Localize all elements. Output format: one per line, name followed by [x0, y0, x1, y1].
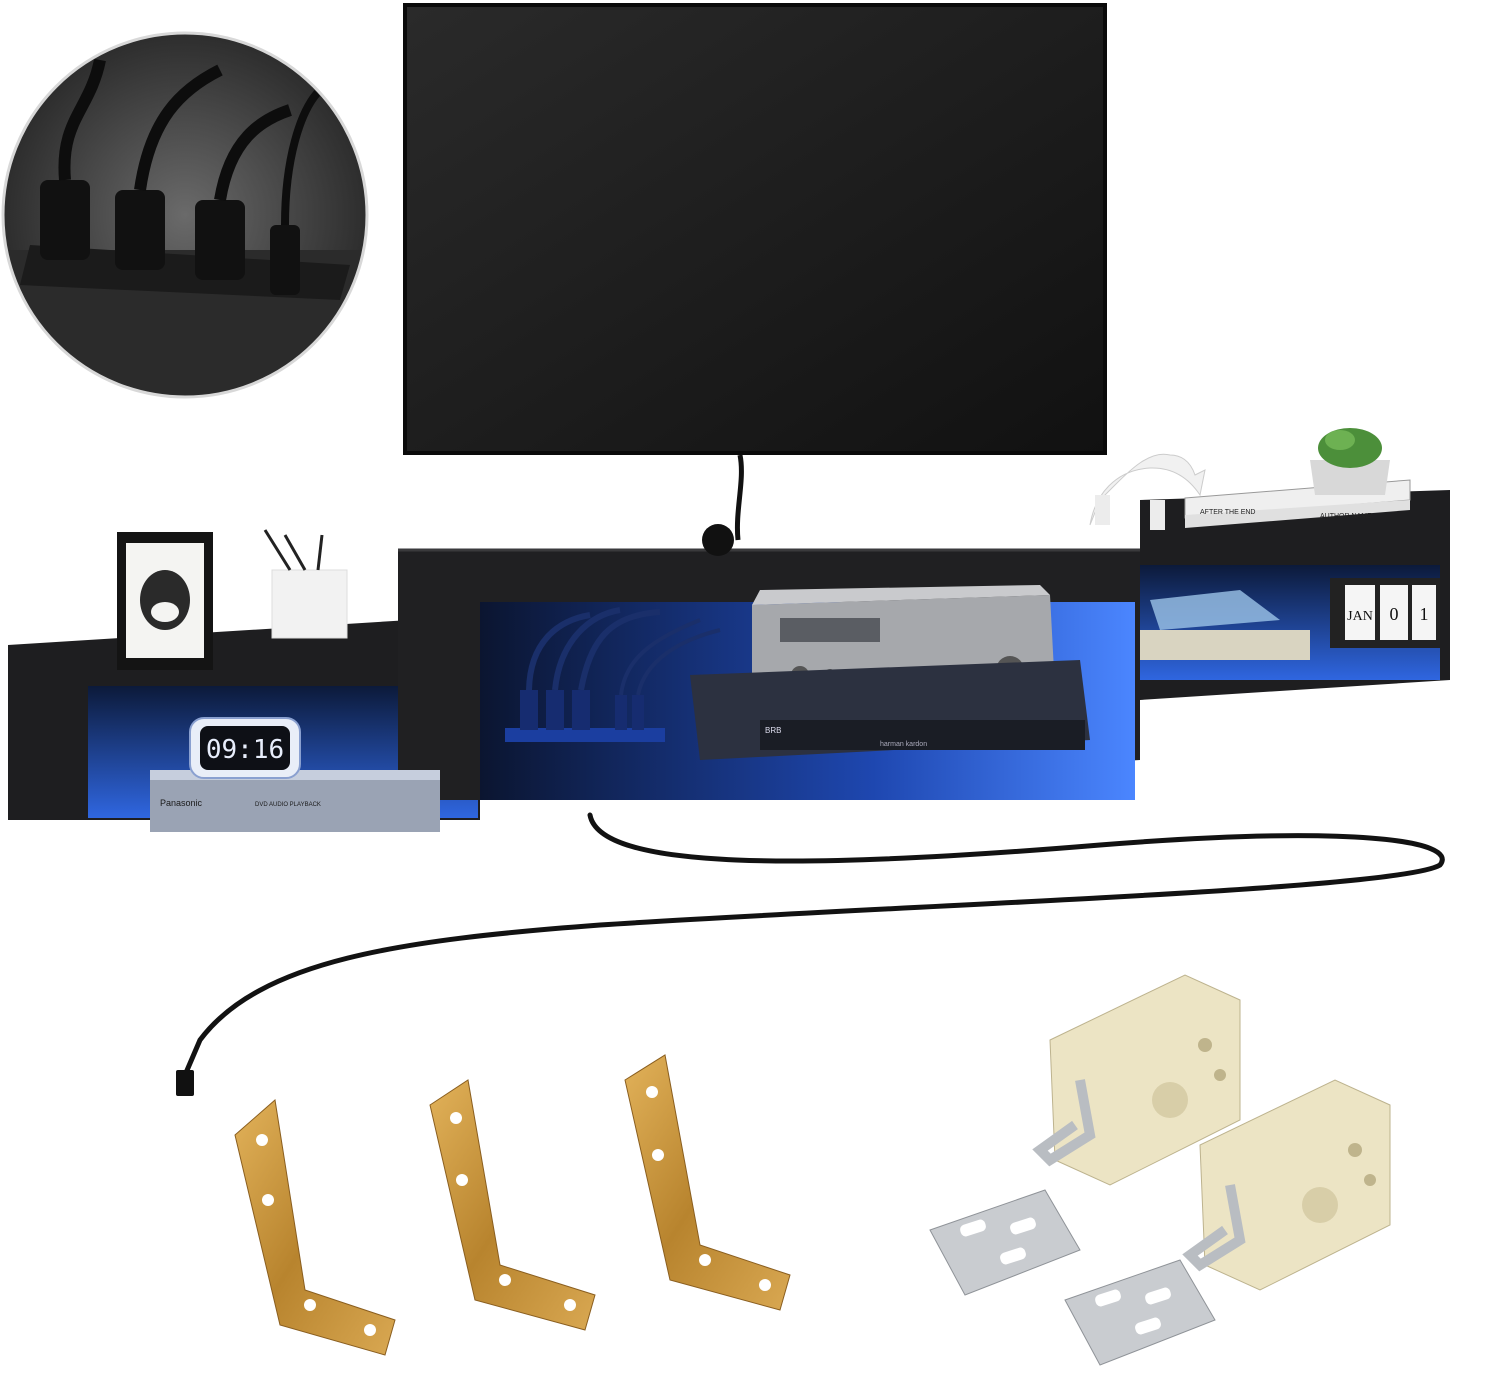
calendar-day-tens: 0	[1390, 604, 1399, 624]
book-title: AFTER THE END	[1200, 509, 1256, 516]
potted-plant	[1310, 428, 1390, 495]
mounting-plate-1	[929, 1189, 1081, 1296]
pen-holder	[263, 529, 348, 639]
photo-frame	[117, 532, 213, 670]
calendar-month: JAN	[1347, 609, 1373, 624]
l-bracket-1	[234, 1099, 396, 1356]
power-outlet-inset	[1, 31, 369, 399]
media-receiver: BRB harman kardon	[690, 660, 1090, 760]
hanging-clip-2	[1182, 1079, 1391, 1291]
plane-model	[1140, 590, 1310, 660]
hanging-clip-1	[1032, 974, 1241, 1186]
alarm-clock: 09:16	[189, 717, 301, 779]
power-strip	[505, 607, 721, 742]
l-bracket-3	[624, 1054, 791, 1311]
calendar-day-ones: 1	[1420, 604, 1429, 624]
dvd-caption-label: DVD AUDIO PLAYBACK	[255, 802, 321, 808]
l-bracket-2	[429, 1079, 596, 1331]
desk-calendar: JAN 0 1	[1330, 578, 1440, 648]
player-brand-label: harman kardon	[880, 741, 927, 748]
mounting-plate-2	[1064, 1259, 1216, 1366]
clock-time: 09:16	[206, 735, 284, 765]
book-author: AUTHOR NAME	[1320, 513, 1372, 520]
bull-figurine	[1089, 453, 1206, 530]
amp-brand-label: BRB	[765, 726, 781, 735]
dvd-brand-label: Panasonic	[160, 798, 203, 808]
dvd-player: Panasonic DVD AUDIO PLAYBACK	[150, 770, 440, 832]
power-cord	[176, 812, 1445, 1096]
television	[403, 3, 1107, 541]
